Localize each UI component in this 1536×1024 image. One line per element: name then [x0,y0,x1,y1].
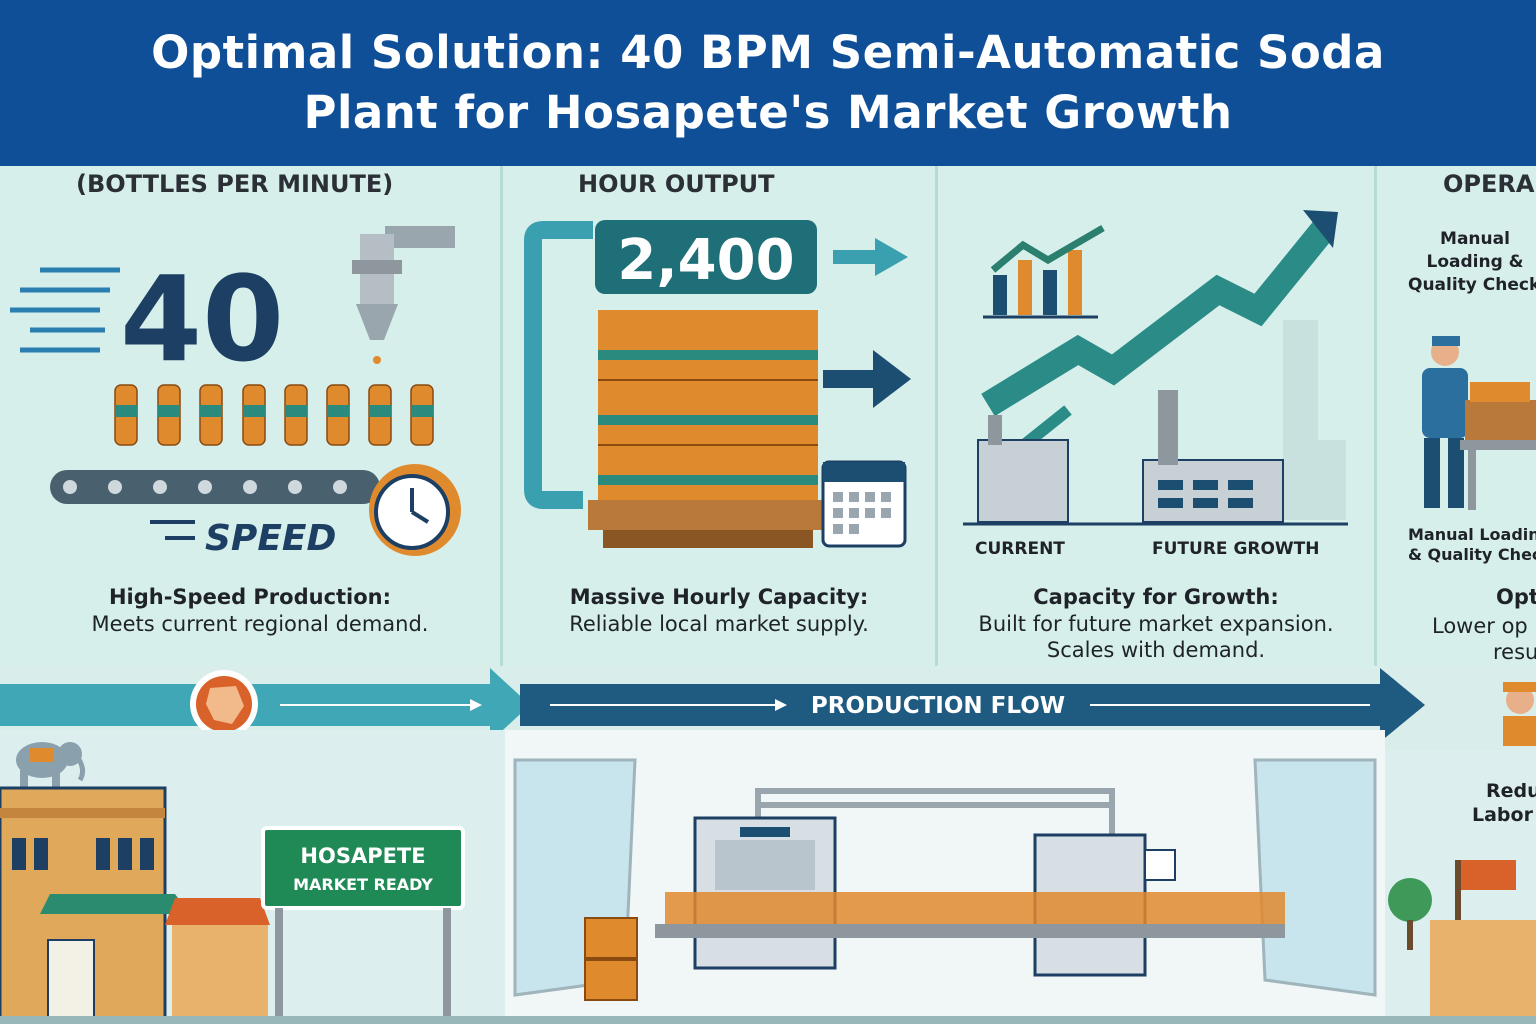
ops-caption-line-1: Lower op [1432,614,1528,638]
bottle-line-icon [665,892,1285,924]
market-sign-icon: HOSAPETE MARKET READY [261,826,465,1024]
panel-growth-caption-line-2: Scales with demand. [1046,638,1266,662]
conveyor-belt-icon [50,470,380,504]
output-illustration: 2,400 [524,220,911,548]
ops-bottom-illustration [1385,682,1536,1024]
panel-divider [935,166,938,666]
worker-icon [1503,682,1536,746]
sign-line-1: HOSAPETE [300,844,425,868]
growth-arrow-icon [981,221,1334,417]
bottle-stack-icon [588,310,828,548]
house-icon [165,898,270,1024]
sign-line-2: MARKET READY [293,875,433,894]
ops-bottom-line-2: Labor [1472,804,1533,826]
production-line-illustration [505,758,1385,1024]
panel-divider [1374,166,1377,666]
ops-caption-title: Opt [1496,585,1536,609]
window-icon [1253,758,1377,997]
panel-speed-header: (BOTTLES PER MINUTE) [76,170,394,198]
current-label: CURRENT [975,539,1065,559]
ops-top-label-line-2: Loading & [1426,252,1524,272]
output-number: 2,400 [617,228,794,293]
page-title-line-1: Optimal Solution: 40 BPM Semi-Automatic … [151,26,1385,79]
crate-icon [1465,382,1536,440]
right-arrow-icon [833,238,908,276]
clock-icon [369,464,461,556]
speed-illustration: 40 [10,226,461,559]
tree-icon [1388,878,1432,950]
panel-output-caption-title: Massive Hourly Capacity: [569,585,869,609]
worker-icon [1422,336,1468,508]
calendar-icon [821,460,907,548]
crate-stack-icon [584,917,638,1001]
title-banner: Optimal Solution: 40 BPM Semi-Automatic … [0,0,1536,166]
production-flow-label: PRODUCTION FLOW [811,693,1065,719]
page-title-line-2: Plant for Hosapete's Market Growth [303,86,1233,139]
future-factory-icon [1142,390,1284,523]
right-arrow-icon [823,350,911,408]
speed-label: SPEED [205,518,336,559]
bpm-number: 40 [120,250,284,388]
ops-bottom-line-1: Redu [1486,780,1536,802]
elephant-icon [16,742,86,788]
filling-nozzle-icon [352,226,455,364]
panel-speed-caption-title: High-Speed Production: [108,585,392,609]
building-icon [0,786,190,1024]
bottle-row-icon [114,384,434,446]
current-factory-icon [977,415,1069,523]
output-number-badge [595,220,817,294]
factory-interior [505,730,1385,1024]
town-illustration: HOSAPETE MARKET READY [0,730,505,1024]
loop-arrow-icon [524,221,593,509]
bar-chart-icon [983,224,1105,319]
motion-lines-icon [10,267,120,353]
panel-growth-caption-title: Capacity for Growth: [1033,585,1279,609]
panel-output-caption-text: Reliable local market supply. [569,612,869,636]
production-flow-band: PRODUCTION FLOW [0,668,1425,742]
ops-mid-label-line-2: & Quality Chec [1408,545,1536,564]
panel-operations-header: OPERA [1443,170,1535,198]
worker-illustration [1422,336,1536,510]
ops-top-label-line-1: Manual [1440,229,1510,249]
future-growth-label: FUTURE GROWTH [1152,539,1320,559]
flag-icon [1455,860,1516,940]
panel-output-header: HOUR OUTPUT [578,170,775,198]
ops-top-label-line-3: Quality Check [1408,275,1536,295]
panel-growth-caption-line-1: Built for future market expansion. [978,612,1334,636]
growth-illustration [963,210,1348,526]
ops-mid-label-line-1: Manual Loading [1408,525,1536,544]
conveyor-icon [655,924,1285,938]
ops-caption-line-2: resu [1493,640,1536,664]
panel-divider [500,166,503,666]
panel-speed-caption-text: Meets current regional demand. [91,612,429,636]
